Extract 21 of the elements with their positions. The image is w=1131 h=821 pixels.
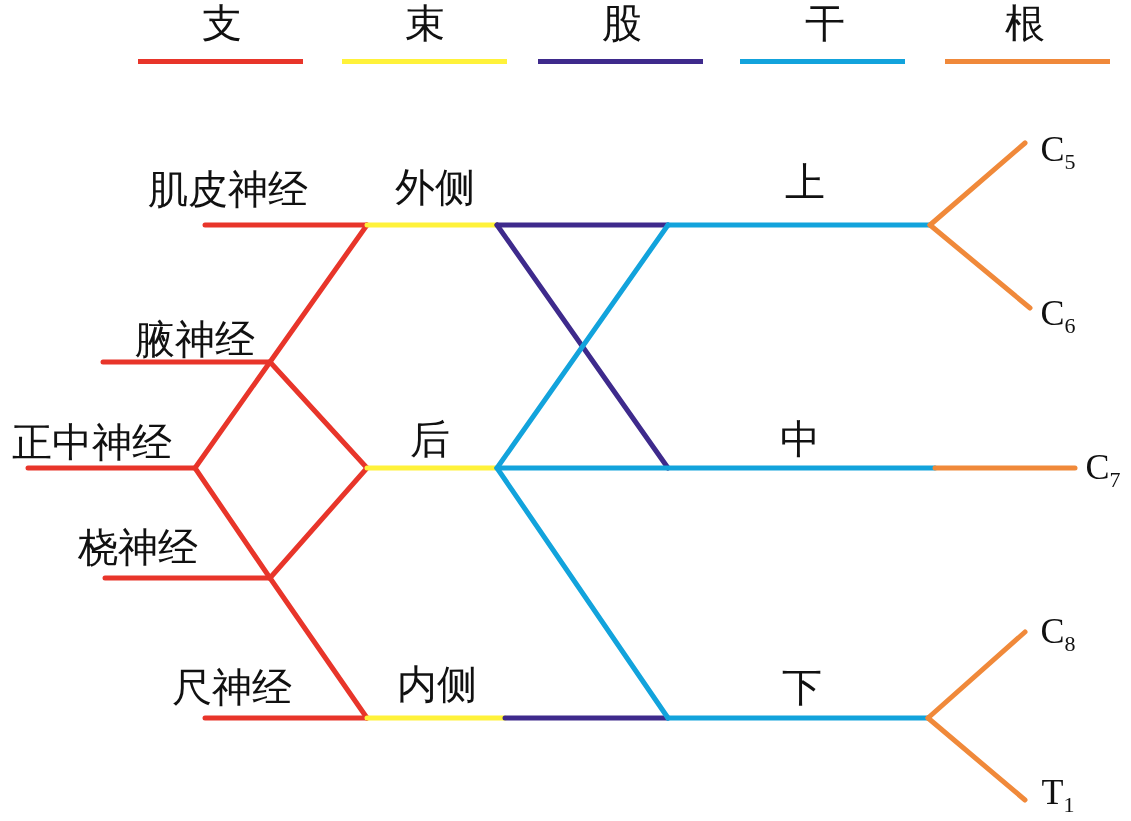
trunk-label: 上 (785, 163, 825, 203)
nerve-name: 正中神经 (12, 423, 172, 463)
root-label: C$_{5}$ (1040, 130, 1076, 174)
nerve-name: 尺神经 (172, 668, 292, 708)
legend-label: 束 (405, 4, 445, 44)
nerve-name: 腋神经 (135, 320, 255, 360)
cord-label: 外侧 (395, 168, 475, 208)
trunk-label: 中 (780, 420, 820, 460)
cord-label: 内侧 (397, 665, 477, 705)
legend-label: 根 (1005, 4, 1045, 44)
nerve-name: 肌皮神经 (148, 170, 308, 210)
nerve-name: 桡神经 (78, 528, 198, 568)
root-label: C$_{7}$ (1085, 448, 1121, 492)
root-label: C$_{8}$ (1040, 612, 1076, 656)
legend-label: 支 (202, 4, 242, 44)
trunk-label: 下 (782, 668, 822, 708)
root-label: T$_{1}$ (1041, 773, 1075, 817)
root-label: C$_{6}$ (1040, 294, 1076, 338)
cord-label: 后 (410, 420, 450, 460)
legend-label: 干 (805, 4, 845, 44)
legend-label: 股 (602, 4, 642, 44)
